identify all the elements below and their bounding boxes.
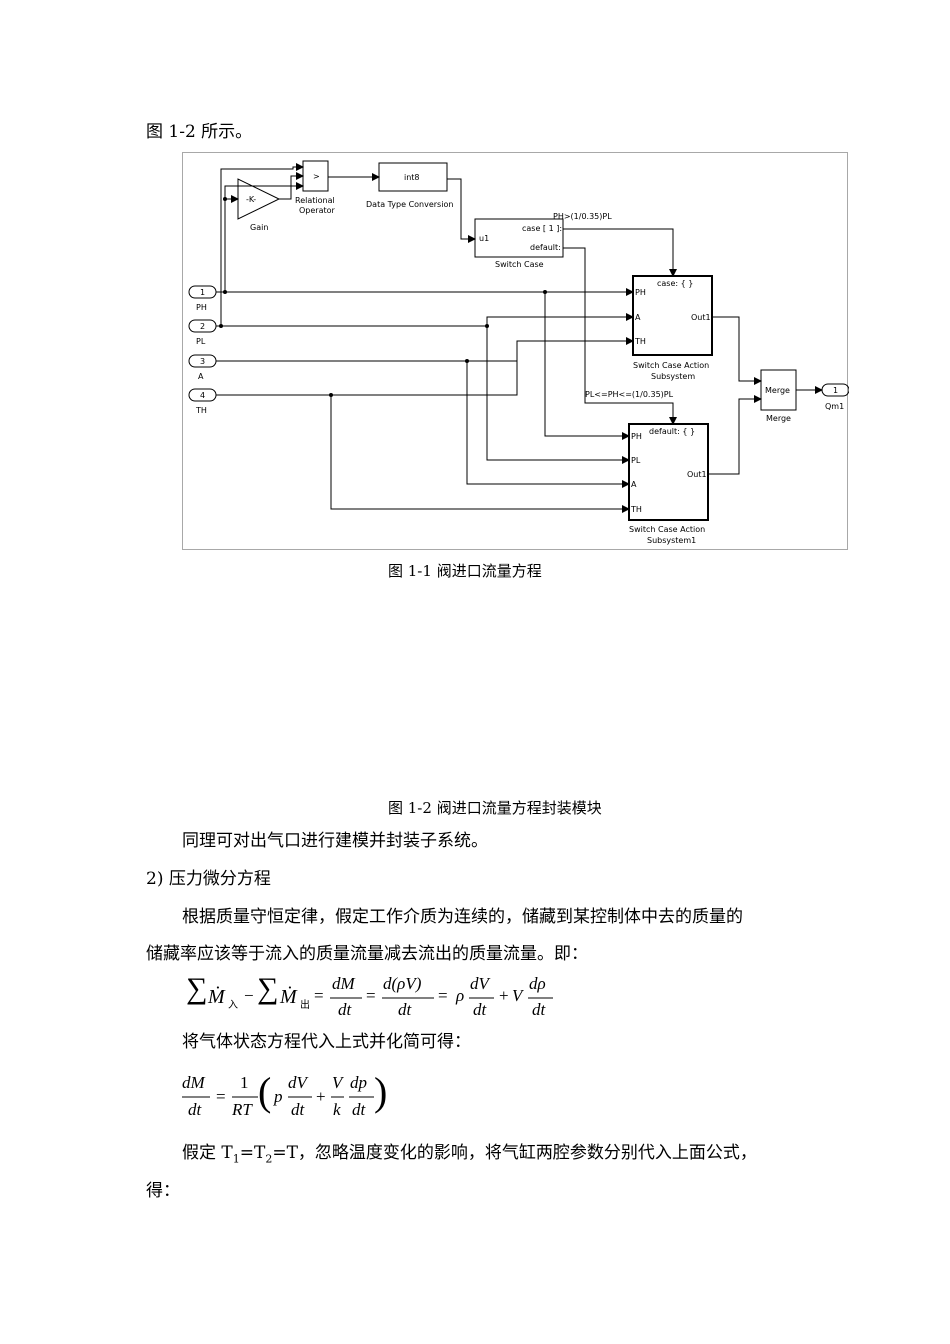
equation-mass-balance: ∑ Ṁ 入 − ∑ Ṁ 出 = dM dt = d(ρV) dt = ρ dV … xyxy=(186,972,586,1024)
paragraph-2-line-1: 根据质量守恒定律，假定工作介质为连续的，储藏到某控制体中去的质量的 xyxy=(182,907,743,927)
eq2-one: 1 xyxy=(240,1073,249,1092)
simulink-diagram: 1 PH 2 PL 3 A 4 TH -K- Gain > Relational… xyxy=(182,152,850,550)
dtc-label: Data Type Conversion xyxy=(366,200,453,209)
eq1-eq-2: = xyxy=(366,986,376,1005)
eq1-drho: dρ xyxy=(529,974,546,993)
switch-input: u1 xyxy=(479,234,489,243)
eq2-dt-2: dt xyxy=(291,1100,305,1119)
eq2-plus: + xyxy=(316,1087,326,1106)
eq2-p: p xyxy=(274,1087,283,1106)
eq1-dM: dM xyxy=(332,974,355,993)
inport-1-name: PH xyxy=(196,303,207,312)
sub2-out-port: Out1 xyxy=(687,470,707,479)
section-heading: 2) 压力微分方程 xyxy=(146,869,271,889)
figure-caption-2: 图 1-2 阀进口流量方程封装模块 xyxy=(388,799,602,817)
para4-sub-1: 1 xyxy=(232,1152,240,1166)
sub1-out-port: Out1 xyxy=(691,313,711,322)
sub2-label-1: Switch Case Action xyxy=(629,525,705,534)
inport-4-num: 4 xyxy=(200,391,205,400)
sub1-port-ph: PH xyxy=(635,288,646,297)
figure-caption-1: 图 1-1 阀进口流量方程 xyxy=(388,562,542,580)
eq2-dM: dM xyxy=(182,1073,205,1092)
eq1-eq-3: = xyxy=(438,986,448,1005)
eq1-rho: ρ xyxy=(456,986,465,1005)
inport-2-name: PL xyxy=(196,337,206,346)
eq2-RT: RT xyxy=(232,1100,252,1119)
paragraph-1: 同理可对出气口进行建模并封装子系统。 xyxy=(182,831,488,851)
eq2-dt-1: dt xyxy=(188,1100,202,1119)
switch-case-port: case [ 1 ]: xyxy=(522,224,562,233)
paragraph-4-line-2: 得： xyxy=(146,1181,180,1201)
condition-1: PH>(1/0.35)PL xyxy=(553,212,612,221)
eq1-V: V xyxy=(512,986,523,1005)
eq2-eq: = xyxy=(216,1087,226,1106)
switch-default-port: default: xyxy=(530,243,561,252)
condition-2: PL<=PH<=(1/0.35)PL xyxy=(585,390,674,399)
sub2-port-pl: PL xyxy=(631,456,641,465)
eq1-sub-in: 入 xyxy=(228,1000,238,1011)
eq1-mdot-out: Ṁ xyxy=(280,986,297,1008)
eq1-sum-2: ∑ xyxy=(257,972,279,1005)
inport-3-num: 3 xyxy=(200,357,205,366)
sub2-label-2: Subsystem1 xyxy=(647,536,696,545)
para4-a: 假定 T xyxy=(182,1143,233,1163)
sub2-port-ph: PH xyxy=(631,432,642,441)
para4-b: =T xyxy=(239,1143,266,1163)
outport-num: 1 xyxy=(833,386,838,395)
eq2-dp: dp xyxy=(350,1073,367,1092)
paragraph-4-line-1: 假定 T1=T2=T，忽略温度变化的影响，将气缸两腔参数分别代入上面公式， xyxy=(182,1143,757,1169)
inport-3-name: A xyxy=(198,372,204,381)
gain-value: -K- xyxy=(246,195,256,204)
eq1-mdot-in: Ṁ xyxy=(208,986,225,1008)
inport-2-num: 2 xyxy=(200,322,205,331)
eq2-rparen: ) xyxy=(374,1069,388,1114)
gain-label: Gain xyxy=(250,223,268,232)
eq1-dt-3: dt xyxy=(473,1000,487,1019)
relop-label-2: Operator xyxy=(299,206,336,215)
eq1-plus: + xyxy=(499,986,509,1005)
eq1-sum-1: ∑ xyxy=(186,972,208,1005)
outport-name: Qm1 xyxy=(825,402,844,411)
inport-1-num: 1 xyxy=(200,288,205,297)
merge-label: Merge xyxy=(766,414,791,423)
gain-block[interactable] xyxy=(237,178,281,220)
sub1-label-1: Switch Case Action xyxy=(633,361,709,370)
switch-label: Switch Case xyxy=(495,260,544,269)
relop-label-1: Relational xyxy=(295,196,335,205)
sub2-port-a: A xyxy=(631,480,637,489)
intro-line: 图 1-2 所示。 xyxy=(146,122,253,142)
eq1-dt-4: dt xyxy=(532,1000,546,1019)
eq1-minus: − xyxy=(244,986,254,1005)
sub2-head: default: { } xyxy=(649,427,695,436)
eq1-drhoV: d(ρV) xyxy=(383,974,422,993)
sub1-port-a: A xyxy=(635,313,641,322)
paragraph-3: 将气体状态方程代入上式并化简可得： xyxy=(182,1032,471,1052)
para4-sub-2: 2 xyxy=(265,1152,273,1166)
eq1-dt-1: dt xyxy=(338,1000,352,1019)
para4-c: =T，忽略温度变化的影响，将气缸两腔参数分别代入上面公式， xyxy=(272,1143,757,1163)
equation-pressure: dM dt = 1 RT ( p dV dt + V k dp dt ) xyxy=(182,1069,402,1126)
eq1-dV: dV xyxy=(470,974,489,993)
sub1-port-th: TH xyxy=(634,337,646,346)
paragraph-2-line-2: 储藏率应该等于流入的质量流量减去流出的质量流量。即： xyxy=(146,944,588,964)
switch-case-action-subsystem1[interactable] xyxy=(628,423,709,521)
eq2-dV: dV xyxy=(288,1073,307,1092)
eq2-V: V xyxy=(332,1073,343,1092)
merge-inner: Merge xyxy=(765,386,790,395)
eq2-lparen: ( xyxy=(258,1069,272,1114)
sub2-port-th: TH xyxy=(630,505,642,514)
eq2-k: k xyxy=(333,1100,341,1119)
sub1-label-2: Subsystem xyxy=(651,372,695,381)
relop-symbol: > xyxy=(313,172,320,181)
eq1-sub-out: 出 xyxy=(300,1000,310,1011)
dtc-value: int8 xyxy=(404,173,420,182)
eq2-dt-3: dt xyxy=(352,1100,366,1119)
eq1-eq-1: = xyxy=(314,986,324,1005)
inport-4-name: TH xyxy=(195,406,207,415)
eq1-dt-2: dt xyxy=(398,1000,412,1019)
sub1-head: case: { } xyxy=(657,279,693,288)
